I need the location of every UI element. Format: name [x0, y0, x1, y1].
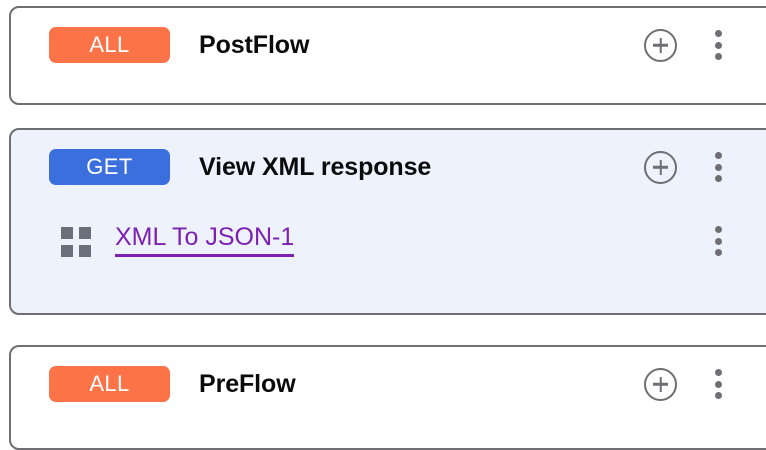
method-badge-all: ALL [49, 27, 170, 63]
flow-row-actions [644, 347, 731, 421]
kebab-dot [714, 392, 722, 399]
flow-row-postflow[interactable]: ALL PostFlow [11, 8, 766, 82]
policy-link-xml-to-json-1[interactable]: XML To JSON-1 [115, 225, 295, 257]
plus-circle-icon[interactable] [644, 367, 677, 401]
policy-row-xml-to-json-1[interactable]: XML To JSON-1 [11, 204, 766, 278]
kebab-dot [714, 163, 722, 171]
flow-title: PreFlow [199, 369, 296, 398]
kebab-menu-icon[interactable] [705, 367, 731, 401]
method-badge-all: ALL [49, 366, 170, 402]
kebab-dot [714, 152, 722, 159]
grid-square [79, 226, 91, 239]
flow-title: View XML response [199, 152, 432, 181]
grid-square [61, 226, 73, 239]
kebab-dot [714, 369, 722, 376]
kebab-dot [714, 175, 722, 182]
plus-circle-icon[interactable] [644, 28, 677, 62]
kebab-menu-icon[interactable] [705, 150, 731, 184]
grid-square [79, 244, 91, 257]
flow-card-postflow[interactable]: ALL PostFlow [9, 6, 766, 105]
flow-row-actions [644, 8, 731, 82]
flow-card-preflow[interactable]: ALL PreFlow [9, 345, 766, 450]
kebab-dot [714, 226, 722, 233]
policy-grid-icon [61, 226, 91, 257]
kebab-dot [714, 41, 722, 49]
flow-row-actions [644, 130, 731, 204]
flow-card-view-xml-response[interactable]: GET View XML response XML To JSON-1 [9, 128, 766, 315]
flow-row-view-xml-response[interactable]: GET View XML response [11, 130, 766, 204]
kebab-dot [714, 249, 722, 256]
method-badge-get: GET [49, 149, 170, 185]
kebab-dot [714, 30, 722, 37]
flow-title: PostFlow [199, 30, 310, 59]
kebab-dot [714, 237, 722, 245]
kebab-menu-icon[interactable] [705, 224, 731, 258]
flow-row-preflow[interactable]: ALL PreFlow [11, 347, 766, 421]
grid-square [61, 244, 73, 257]
kebab-menu-icon[interactable] [705, 28, 731, 62]
kebab-dot [714, 53, 722, 60]
kebab-dot [714, 380, 722, 388]
policy-row-actions [705, 204, 731, 278]
plus-circle-icon[interactable] [644, 150, 677, 184]
